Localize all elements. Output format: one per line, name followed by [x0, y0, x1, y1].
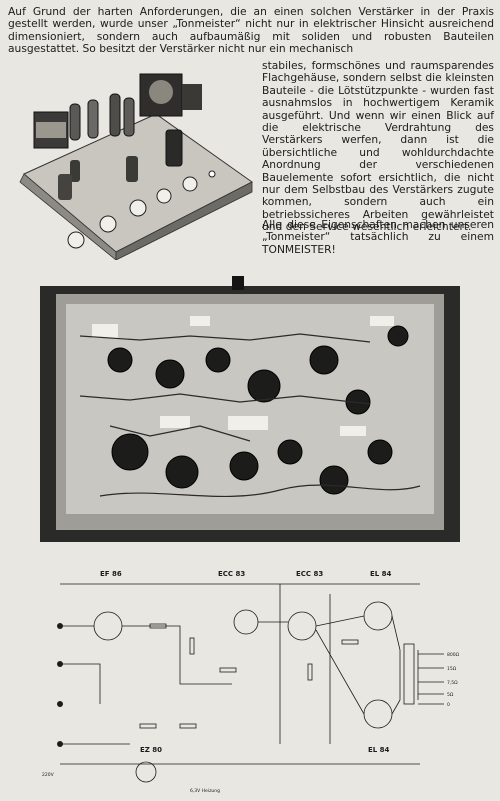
article-paragraph-right: stabiles, formschönes und raumsparendes … — [262, 59, 494, 234]
tube-label-ef86: EF 86 — [100, 570, 122, 578]
article-paragraph-closing: Alle diese Eigenschaften machen unseren … — [262, 218, 494, 256]
output-tap-2: 15Ω — [447, 666, 457, 672]
tube-label-ecc83-a: ECC 83 — [218, 570, 245, 578]
heater-label: 6,3V Heizung — [190, 788, 220, 794]
amplifier-wiring-photo — [40, 276, 460, 552]
circuit-schematic: EF 86 ECC 83 ECC 83 EL 84 EL 84 EZ 80 80… — [40, 564, 472, 796]
output-tap-4: 5Ω — [447, 692, 454, 698]
tube-label-ecc83-b: ECC 83 — [296, 570, 323, 578]
output-tap-1: 800Ω — [447, 652, 460, 658]
mains-label: 220V — [42, 772, 55, 778]
tube-label-ez80: EZ 80 — [140, 746, 162, 754]
article-paragraph-top: Auf Grund der harten Anforderungen, die … — [8, 5, 494, 56]
output-tap-3: 7,5Ω — [447, 680, 458, 686]
output-tap-5: 0 — [447, 702, 450, 708]
tube-label-el84-top: EL 84 — [370, 570, 392, 578]
amplifier-chassis-photo — [6, 64, 258, 260]
tube-label-el84-bottom: EL 84 — [368, 746, 390, 754]
